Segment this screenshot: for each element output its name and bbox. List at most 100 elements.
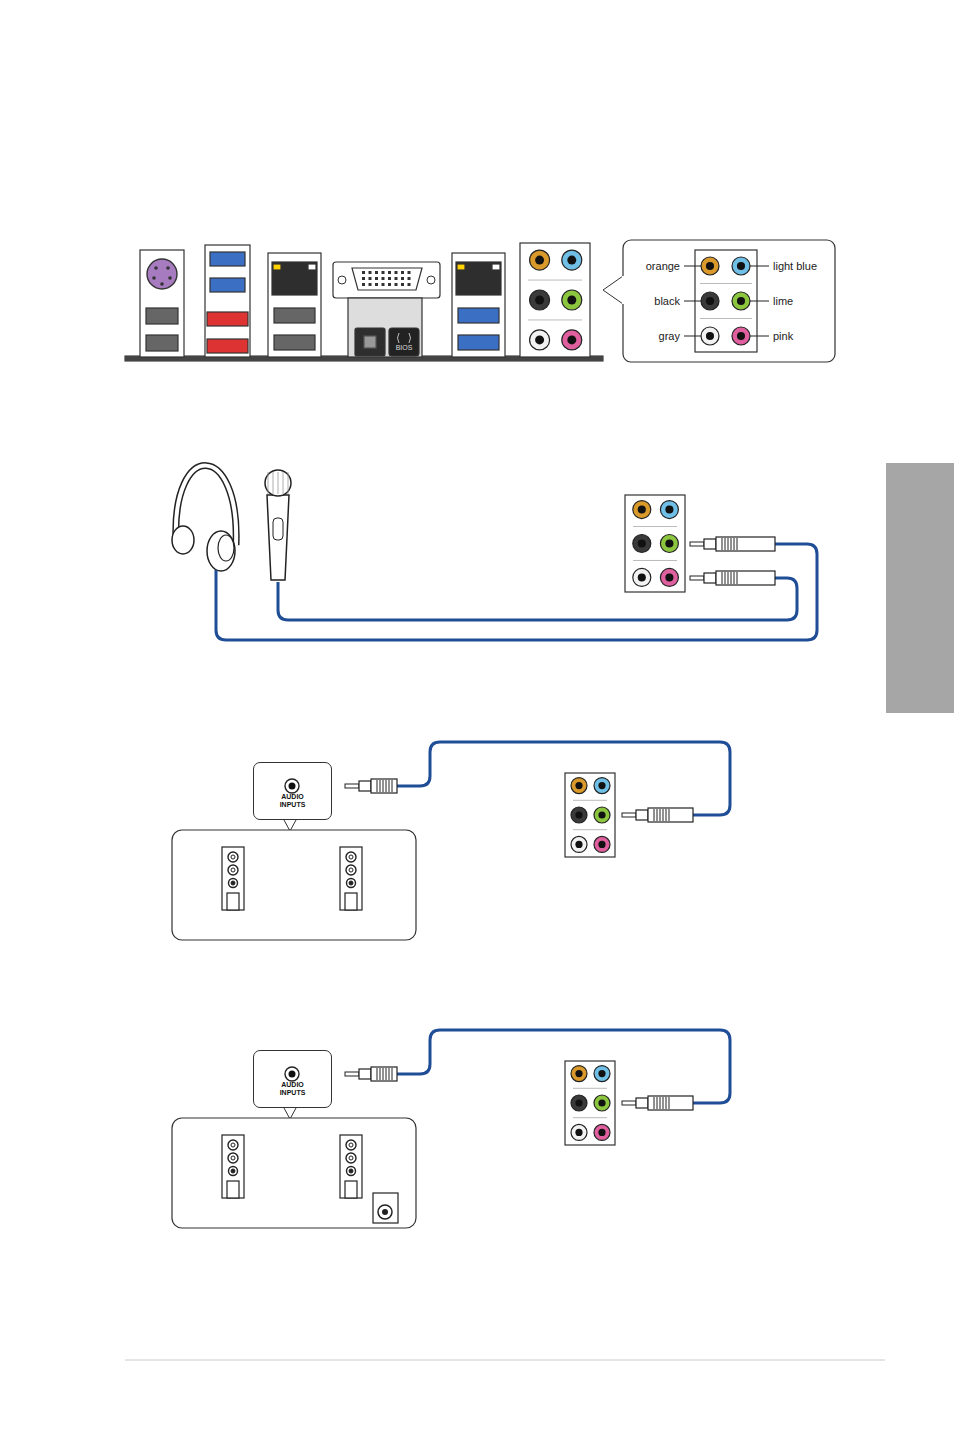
jack-hole	[737, 262, 745, 270]
driver-center	[349, 1156, 353, 1160]
dvi-pin	[362, 271, 365, 274]
jack-hole	[737, 332, 745, 340]
audio-panel	[520, 243, 590, 357]
plug-ridge	[666, 1097, 667, 1109]
footer-rule	[125, 1360, 885, 1361]
audio-jack	[571, 836, 587, 852]
audio-jack	[633, 501, 651, 519]
jack-hole	[567, 256, 576, 265]
audio-jack	[571, 1066, 587, 1082]
plug-grip	[716, 571, 775, 585]
dvi-pin	[408, 271, 411, 274]
usb-stack	[205, 245, 250, 357]
cable	[397, 742, 730, 815]
divider	[633, 560, 677, 561]
leader-line	[750, 266, 769, 267]
led	[492, 264, 500, 270]
earcup	[207, 531, 235, 571]
plug-grip	[648, 808, 693, 822]
speaker	[340, 1135, 362, 1198]
color-label: pink	[773, 330, 793, 343]
jack-hole	[567, 335, 576, 344]
ps2-pin	[154, 266, 158, 270]
ps2-pin	[168, 276, 172, 280]
jack-hole	[535, 335, 544, 344]
optical-shutter	[364, 336, 376, 348]
earcup-pad	[218, 535, 234, 561]
plug-tip	[622, 1101, 636, 1105]
dvi-pin	[395, 271, 398, 274]
audio-jack	[701, 292, 719, 310]
jack-hole	[638, 539, 646, 547]
driver-center	[349, 881, 353, 885]
plug-ridge	[737, 538, 738, 550]
divider	[633, 526, 677, 527]
audio-jack	[562, 250, 582, 270]
jack-hole	[575, 782, 582, 789]
speaker	[340, 847, 362, 910]
jack-hole	[598, 1070, 605, 1077]
driver-center	[231, 881, 235, 885]
audio-jack	[594, 778, 610, 794]
divider	[528, 319, 582, 320]
color-label: orange	[646, 260, 680, 273]
jack-hole	[575, 1099, 582, 1106]
speaker-driver	[228, 1153, 238, 1163]
audio-jack	[594, 836, 610, 852]
mic-switch	[273, 518, 283, 540]
audio-jack	[660, 501, 678, 519]
plug-ridge	[660, 1097, 661, 1109]
jack-hole	[706, 332, 714, 340]
driver-center	[231, 868, 235, 872]
plug-ridge	[734, 538, 735, 550]
dvi-pin	[369, 271, 372, 274]
plug-ridge	[669, 1097, 670, 1109]
chapter-tab	[886, 463, 954, 713]
plug-collar	[704, 573, 716, 583]
divider	[573, 800, 607, 801]
dvi-pin	[375, 271, 378, 274]
audio-jack	[571, 778, 587, 794]
mic-grille	[278, 472, 279, 494]
plug-tip	[622, 813, 636, 817]
led	[457, 264, 465, 270]
mic-handle	[267, 495, 289, 580]
input-jack	[285, 1067, 299, 1081]
leader-line	[750, 301, 769, 302]
callout-box	[623, 240, 835, 362]
dvi-pin	[388, 277, 391, 280]
jack-hole	[706, 297, 714, 305]
plug-grip	[371, 779, 397, 793]
dvi-pin	[382, 283, 385, 286]
plug-collar	[636, 810, 648, 820]
speaker-driver	[229, 879, 238, 888]
speaker-group	[172, 1118, 416, 1228]
speaker-port	[345, 1181, 357, 1198]
audio-jack	[701, 327, 719, 345]
plug-ridge	[725, 572, 726, 584]
audio-jack	[530, 290, 550, 310]
driver-center	[231, 1143, 235, 1147]
dvi-pin	[375, 277, 378, 280]
plug-ridge	[734, 572, 735, 584]
driver-center	[349, 855, 353, 859]
jack-hole	[598, 1099, 605, 1106]
dvi-pin	[382, 277, 385, 280]
audio-jack	[633, 535, 651, 553]
rj45-port	[456, 262, 501, 295]
lan-stack	[452, 253, 505, 357]
audio-jack	[571, 1095, 587, 1111]
driver-center	[231, 855, 235, 859]
speaker	[222, 1135, 244, 1198]
ps2-port	[140, 250, 184, 357]
driver-center	[349, 1143, 353, 1147]
plug-ridge	[654, 1097, 655, 1109]
audio-panel	[695, 250, 757, 352]
speaker-driver	[346, 1140, 356, 1150]
dvi-pin	[395, 283, 398, 286]
jack-hole	[575, 1070, 582, 1077]
jack-hole	[535, 296, 544, 305]
callout-pointer	[603, 276, 623, 304]
color-label: gray	[659, 330, 680, 343]
